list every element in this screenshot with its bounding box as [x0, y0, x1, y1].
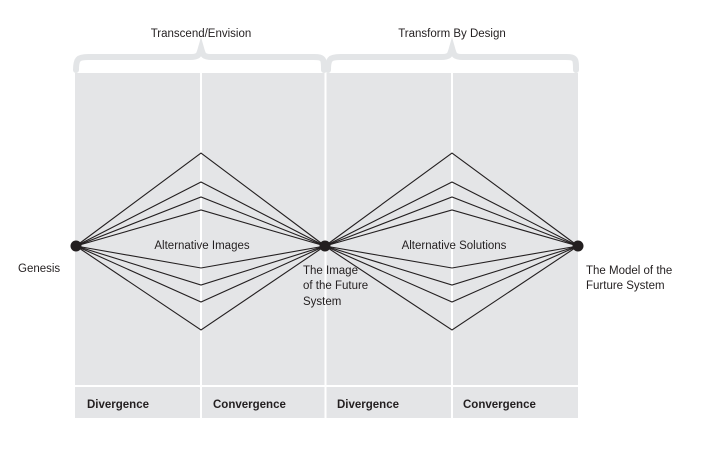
node-end-dot [572, 240, 584, 252]
left-diamond-lines [75, 152, 326, 331]
node-label-center: The Image of the Future System [303, 265, 369, 308]
node-label-genesis: Genesis [18, 263, 61, 275]
stage-label-convergence-2: Convergence [463, 399, 536, 411]
phase-title-right: Transform By Design [398, 28, 506, 40]
stage-label-divergence-2: Divergence [337, 399, 400, 411]
node-label-end: The Model of the Furture System [586, 265, 673, 293]
phase-title-left: Transcend/Envision [150, 28, 252, 40]
stage-label-divergence-1: Divergence [87, 399, 150, 411]
lens-label-left: Alternative Images [154, 240, 250, 252]
brace-right-phase [325, 37, 579, 73]
brace-left-phase [73, 37, 327, 73]
right-diamond-lines [324, 152, 579, 331]
stage-label-convergence-1: Convergence [213, 399, 286, 411]
node-genesis-dot [70, 240, 82, 252]
node-center-dot [319, 240, 331, 252]
lens-label-right: Alternative Solutions [401, 240, 507, 252]
